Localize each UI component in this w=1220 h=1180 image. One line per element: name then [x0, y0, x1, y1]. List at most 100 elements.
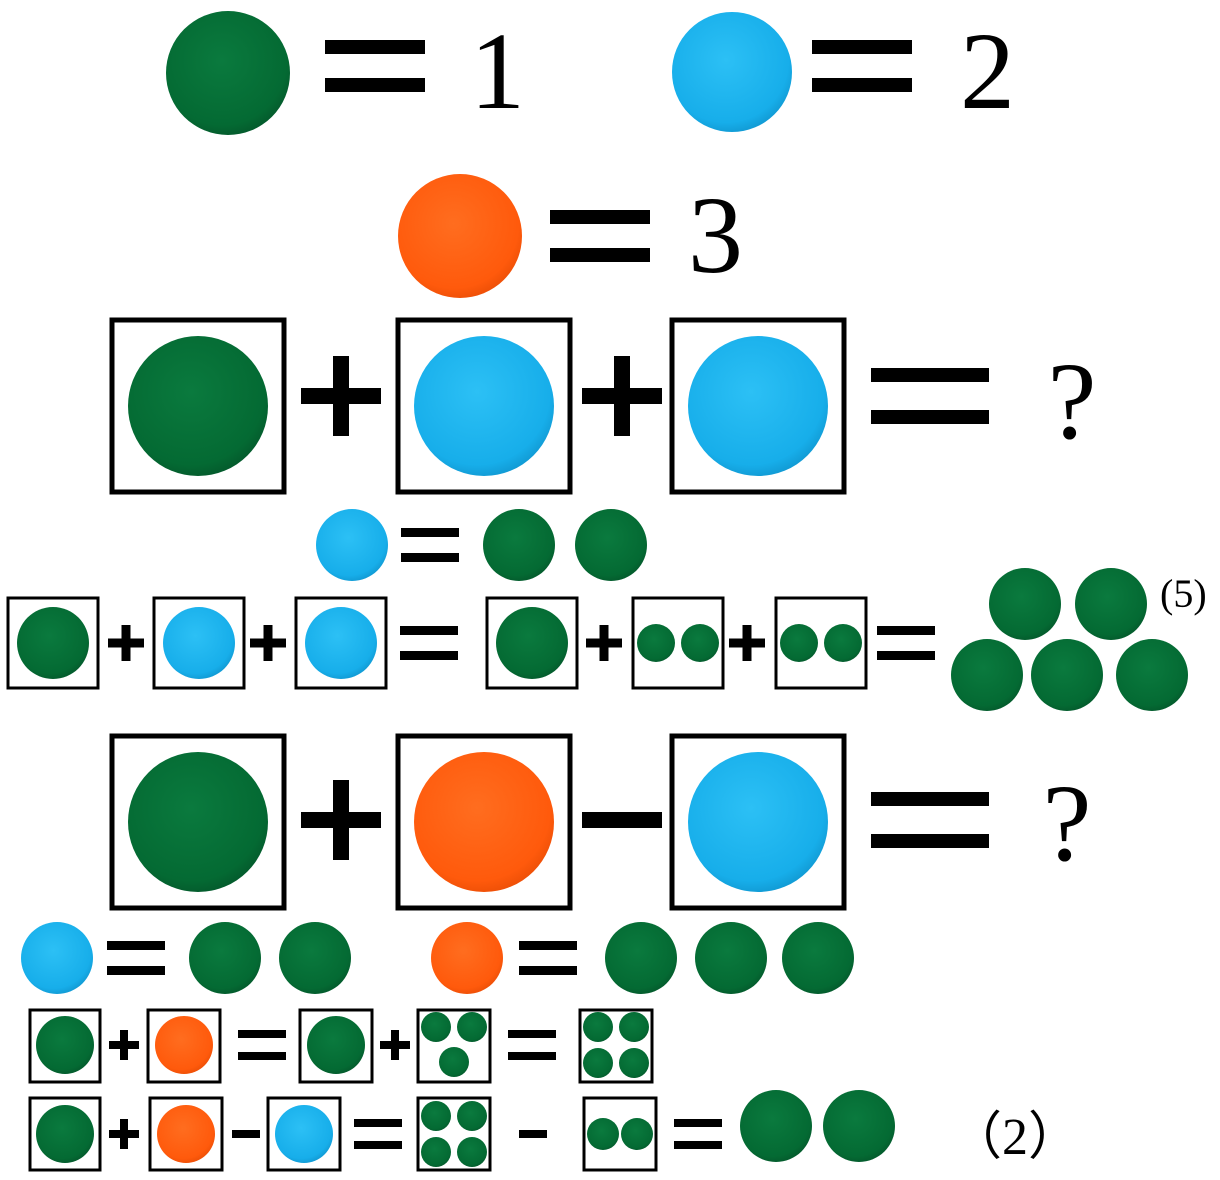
- equals-bar-top: [400, 626, 458, 635]
- plus-sign: [582, 356, 662, 436]
- green-chip: [1075, 568, 1147, 640]
- plus-sign: [250, 625, 286, 661]
- plus-bar-v: [121, 625, 131, 661]
- equals-bar-top: [107, 941, 165, 950]
- plus-bar-v: [599, 625, 609, 661]
- term-box: [669, 733, 847, 911]
- term-box: [152, 596, 246, 690]
- orange-chip: [398, 174, 522, 298]
- blue-chip: [414, 336, 554, 476]
- equals-sign: [877, 626, 935, 660]
- plus-sign: [301, 780, 381, 860]
- term-box: [669, 317, 847, 495]
- green-chip: [824, 624, 862, 662]
- equals-bar-bottom: [401, 553, 459, 562]
- question-mark-1: ?: [1048, 340, 1097, 462]
- term-box: [109, 317, 287, 495]
- term-box: [485, 596, 579, 690]
- green-chip: [439, 1047, 469, 1077]
- term-box: [416, 1008, 492, 1084]
- term-box: [266, 1096, 342, 1172]
- green-chip: [457, 1101, 487, 1131]
- plus-bar-v: [742, 625, 752, 661]
- blue-chip: [672, 12, 792, 132]
- equals-bar-top: [812, 40, 912, 54]
- green-chip: [457, 1012, 487, 1042]
- plus-sign: [729, 625, 765, 661]
- green-chip: [128, 752, 268, 892]
- term-box: [578, 1008, 654, 1084]
- orange-chip: [414, 752, 554, 892]
- equals-bar-bottom: [550, 248, 650, 262]
- blue-chip: [305, 607, 377, 679]
- blue-chip: [688, 752, 828, 892]
- green-chip: [823, 1090, 895, 1162]
- equals-bar-bottom: [354, 1141, 402, 1149]
- question-mark-2: ?: [1043, 762, 1092, 884]
- term-box: [28, 1096, 102, 1172]
- green-chip: [483, 509, 555, 581]
- green-chip: [421, 1137, 451, 1167]
- plus-sign: [586, 625, 622, 661]
- equals-sign: [508, 1030, 556, 1060]
- green-chip: [307, 1016, 365, 1074]
- equals-sign: [871, 368, 989, 424]
- plus-sign: [380, 1030, 410, 1060]
- term-box: [298, 1008, 374, 1084]
- term-box: [774, 596, 868, 690]
- equals-bar-top: [238, 1030, 286, 1038]
- term-box: [146, 1008, 222, 1084]
- blue-chip: [688, 336, 828, 476]
- term-box: [6, 596, 100, 690]
- green-chip: [128, 336, 268, 476]
- plus-bar-v: [120, 1030, 128, 1060]
- orange-chip: [431, 922, 503, 994]
- blue-chip: [21, 922, 93, 994]
- green-chip: [575, 509, 647, 581]
- equals-sign: [325, 40, 425, 92]
- equals-bar-bottom: [400, 651, 458, 660]
- equals-bar-bottom: [508, 1052, 556, 1060]
- equals-bar-top: [325, 40, 425, 54]
- answer-label-problem-2: （2）: [950, 1109, 1081, 1166]
- plus-bar-v: [614, 356, 630, 436]
- minus-sign: [232, 1130, 260, 1138]
- term-box: [28, 1008, 102, 1084]
- orange-chip: [155, 1016, 213, 1074]
- legend-value-orange: 3: [688, 174, 743, 296]
- green-chip: [605, 922, 677, 994]
- green-chip: [421, 1101, 451, 1131]
- green-chip: [583, 1048, 613, 1078]
- green-chip: [17, 607, 89, 679]
- green-chip: [457, 1137, 487, 1167]
- equals-sign: [550, 210, 650, 262]
- equals-bar-bottom: [871, 834, 989, 848]
- equals-sign: [401, 528, 459, 562]
- equals-sign: [107, 941, 165, 975]
- green-chip: [189, 922, 261, 994]
- blue-chip: [316, 509, 388, 581]
- equals-bar-bottom: [238, 1052, 286, 1060]
- green-chip: [621, 1118, 653, 1150]
- term-box: [416, 1096, 492, 1172]
- term-box: [395, 733, 573, 911]
- green-chip: [989, 568, 1061, 640]
- answer-label-problem-1: (5): [1160, 571, 1207, 616]
- green-chip: [166, 11, 290, 135]
- equals-sign: [812, 40, 912, 92]
- equals-bar-bottom: [107, 966, 165, 975]
- minus-sign: [582, 812, 662, 828]
- plus-bar-v: [120, 1119, 128, 1149]
- plus-bar-v: [333, 780, 349, 860]
- equals-bar-bottom: [519, 966, 577, 975]
- green-chip: [36, 1105, 94, 1163]
- equals-bar-bottom: [812, 78, 912, 92]
- equals-bar-top: [871, 368, 989, 382]
- minus-sign: [519, 1130, 547, 1138]
- orange-chip: [157, 1105, 215, 1163]
- green-chip: [740, 1090, 812, 1162]
- equals-bar-top: [401, 528, 459, 537]
- equals-bar-bottom: [877, 651, 935, 660]
- term-box: [109, 733, 287, 911]
- plus-sign: [109, 1119, 139, 1149]
